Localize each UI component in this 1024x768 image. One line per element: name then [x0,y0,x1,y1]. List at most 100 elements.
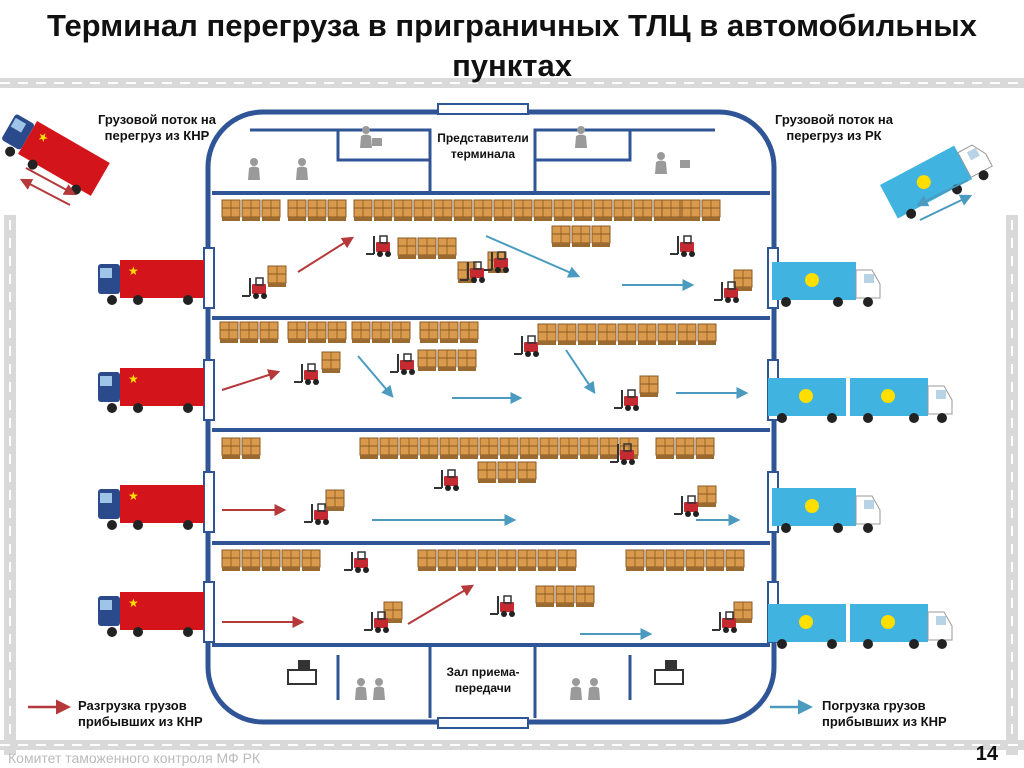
pallet-icon [259,321,279,344]
pallet-icon [613,199,633,222]
pallet-icon [371,321,391,344]
china-truck-icon [98,485,204,530]
pallet-icon [353,199,373,222]
pallet-icon [677,323,697,346]
pallet-icon [327,199,347,222]
pallet-icon [241,549,261,572]
pallet-icon [239,321,259,344]
page-number: 14 [975,743,998,765]
pallet-icon [437,549,457,572]
pallet-icon [419,321,439,344]
pallet-icon [379,437,399,460]
road-left [4,215,16,755]
pallet-icon [433,199,453,222]
pallet-icon [493,199,513,222]
box-icon [372,138,382,146]
pallet-icon [459,321,479,344]
pallet-icon [681,199,701,222]
pallet-icon [457,349,477,372]
pallet-icon [539,437,559,460]
flow-arrow [919,194,973,221]
pallet-icon [321,351,341,374]
pallet-icon [537,549,557,572]
pallet-icon [517,461,537,484]
arrow-group [221,235,749,640]
pallet-icon [519,437,539,460]
footer-organization: Комитет таможенного контроля МФ РК [8,750,261,766]
pallet-icon [655,437,675,460]
flow-kz-label: Грузовой поток на перегруз из РК [775,112,893,143]
flow-arrow [19,178,71,206]
pallet-icon [479,437,499,460]
kazakhstan-truck-icon [767,603,953,650]
pallet-icon [287,199,307,222]
pallet-icon [413,199,433,222]
pallet-icon [657,323,677,346]
pallet-icon [555,585,575,608]
pallet-icon [477,549,497,572]
top-office [250,128,715,192]
pallet-icon [397,237,417,260]
china-truck-icon [98,368,204,413]
kazakhstan-truck-icon [771,261,881,308]
pallet-icon [553,199,573,222]
pallet-icon [359,437,379,460]
china-truck-icon [98,260,204,305]
pallet-icon [221,549,241,572]
pallet-icon [439,437,459,460]
pallet-icon [571,225,591,248]
box-icon [680,160,690,168]
pallet-icon [327,321,347,344]
pallet-icon [497,549,517,572]
pallet-icon [705,549,725,572]
flow-arrow [25,167,77,196]
pallet-icon [557,549,577,572]
load-arrow [357,355,394,398]
china-truck-icon [98,592,204,637]
pallet-icon [685,549,705,572]
pallet-icon [633,199,653,222]
road-right [1006,215,1018,755]
pallet-icon [477,461,497,484]
pallet-icon [373,199,393,222]
pallet-icon [577,323,597,346]
pallet-icon [599,437,619,460]
pallet-icon [241,199,261,222]
kazakhstan-truck-icon [767,377,953,424]
pallet-icon [537,323,557,346]
pallet-icon [597,323,617,346]
pallet-icon [457,549,477,572]
pallet-icon [725,549,745,572]
pallet-icon [535,585,555,608]
pallet-icon [241,437,261,460]
kazakhstan-truck-icon [771,487,881,534]
road-top [0,78,1024,88]
pallet-icon [419,437,439,460]
pallet-icon [307,199,327,222]
pallet-icon [437,237,457,260]
road-bottom [0,740,1024,750]
pallet-icon [639,375,659,398]
desk-icon [654,660,684,685]
pallet-icon [417,237,437,260]
pallet-icon [661,199,681,222]
pallet-icon [221,199,241,222]
load-arrow [485,235,581,278]
pallet-icon [459,437,479,460]
pallet-icon [517,549,537,572]
lane-dividers [212,191,770,647]
pallet-icon [533,199,553,222]
pallet-icon [645,549,665,572]
pallet-icon [733,269,753,292]
unload-arrow [407,584,475,625]
load-arrow [565,349,596,394]
pallet-icon [393,199,413,222]
legend-unload-label: Разгрузка грузов прибывших из КНР [78,698,203,729]
pallet-icon [391,321,411,344]
pallet-icon [733,601,753,624]
pallet-icon [617,323,637,346]
pallet-icon [675,437,695,460]
pallet-icon [575,585,595,608]
pallet-icon [625,549,645,572]
pallet-icon [513,199,533,222]
